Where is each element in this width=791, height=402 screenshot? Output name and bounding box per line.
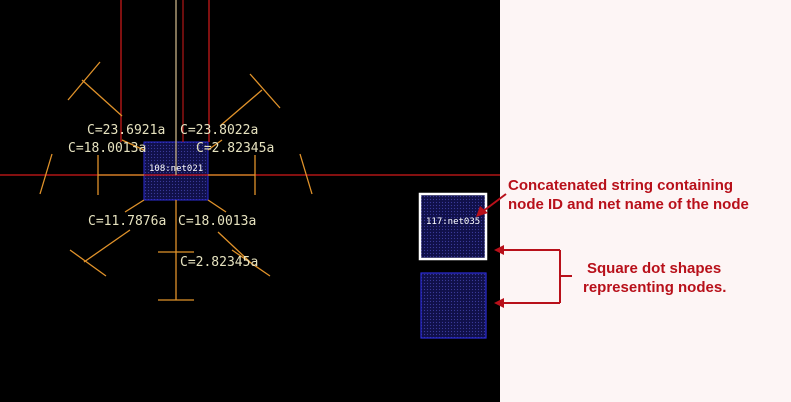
center-node-label: 108:net021	[149, 164, 203, 174]
cap-label-4: C=2.82345a	[196, 141, 274, 156]
legend-node-plain[interactable]	[420, 272, 487, 339]
cap-label-2: C=23.8022a	[180, 123, 258, 138]
cap-label-7: C=2.82345a	[180, 255, 258, 270]
legend-node-label: 117:net035	[426, 217, 480, 227]
cap-label-1: C=23.6921a	[87, 123, 165, 138]
cap-label-6: C=18.0013a	[178, 214, 256, 229]
cap-label-5: C=11.7876a	[88, 214, 166, 229]
annotation-panel	[500, 0, 791, 402]
layout-canvas[interactable]: C=23.6921a C=23.8022a C=18.0013a C=2.823…	[0, 0, 500, 402]
legend-node-selected[interactable]	[418, 192, 488, 261]
layout-drawing[interactable]: C=23.6921a C=23.8022a C=18.0013a C=2.823…	[0, 0, 500, 402]
capacitor-symbols	[39, 61, 313, 301]
cap-label-3: C=18.0013a	[68, 141, 146, 156]
